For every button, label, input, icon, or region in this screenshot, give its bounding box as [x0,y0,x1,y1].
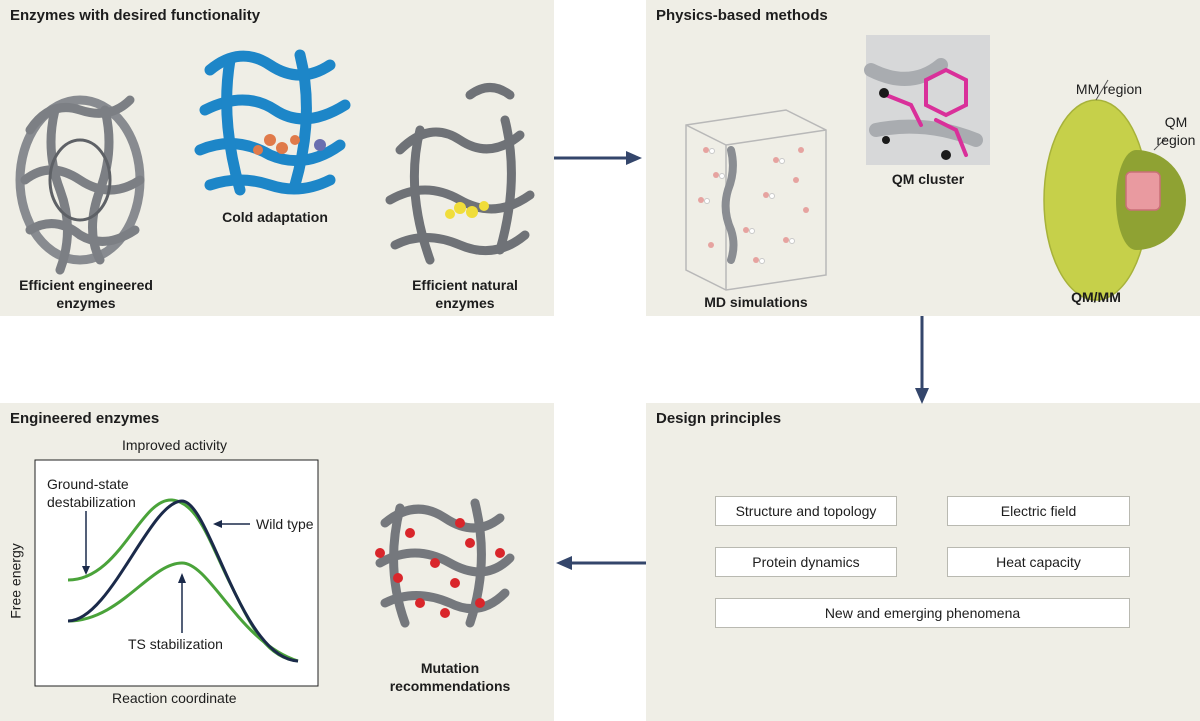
panel-enzymes: Enzymes with desired functionality [0,0,554,316]
label-md-simulations: MD simulations [704,294,808,310]
annotation-ground-state: Ground-state destabilization [47,476,136,510]
principle-heat-capacity: Heat capacity [947,547,1130,577]
panel-physics: Physics-based methods [646,0,1200,316]
label-mutation-recommendations: Mutation recommendations [389,660,511,694]
chart-xlabel: Reaction coordinate [112,690,237,706]
panel-title-engineered: Engineered enzymes [10,410,160,427]
principle-new-emerging: New and emerging phenomena [715,598,1130,628]
chart-title: Improved activity [122,437,228,453]
label-efficient-natural: Efficient natural enzymes [412,277,518,311]
engineered-enzyme-structure [15,49,535,275]
annotation-ts-stabilization: TS stabilization [128,636,223,652]
arrow-left [556,556,646,570]
series-improved-ts-line [67,561,299,663]
panel-title-physics: Physics-based methods [656,7,828,24]
annotation-wild-type: Wild type [256,516,314,532]
label-cold-adaptation: Cold adaptation [222,209,328,225]
series-wild-type-line [67,499,299,663]
label-qmmm: QM/MM [1071,289,1121,305]
panel-title-enzymes: Enzymes with desired functionality [10,7,261,24]
label-mm-region: MM region [1075,81,1143,97]
physics-illustrations [685,35,1186,301]
principle-structure-topology: Structure and topology [715,496,897,526]
panel-engineered: Engineered enzymes Improved activity G [0,403,554,721]
label-efficient-engineered: Efficient engineered enzymes [19,277,153,311]
principle-electric-field: Electric field [947,496,1130,526]
arrow-right [554,151,642,165]
panel-title-design: Design principles [656,410,782,427]
label-qm-region: QM region [1156,114,1196,148]
panel-design: Design principles Structure and topology… [646,403,1200,721]
principle-protein-dynamics: Protein dynamics [715,547,897,577]
free-energy-chart [34,459,515,687]
label-qm-cluster: QM cluster [891,171,965,187]
chart-ylabel: Free energy [7,543,24,619]
arrow-down [915,316,929,404]
